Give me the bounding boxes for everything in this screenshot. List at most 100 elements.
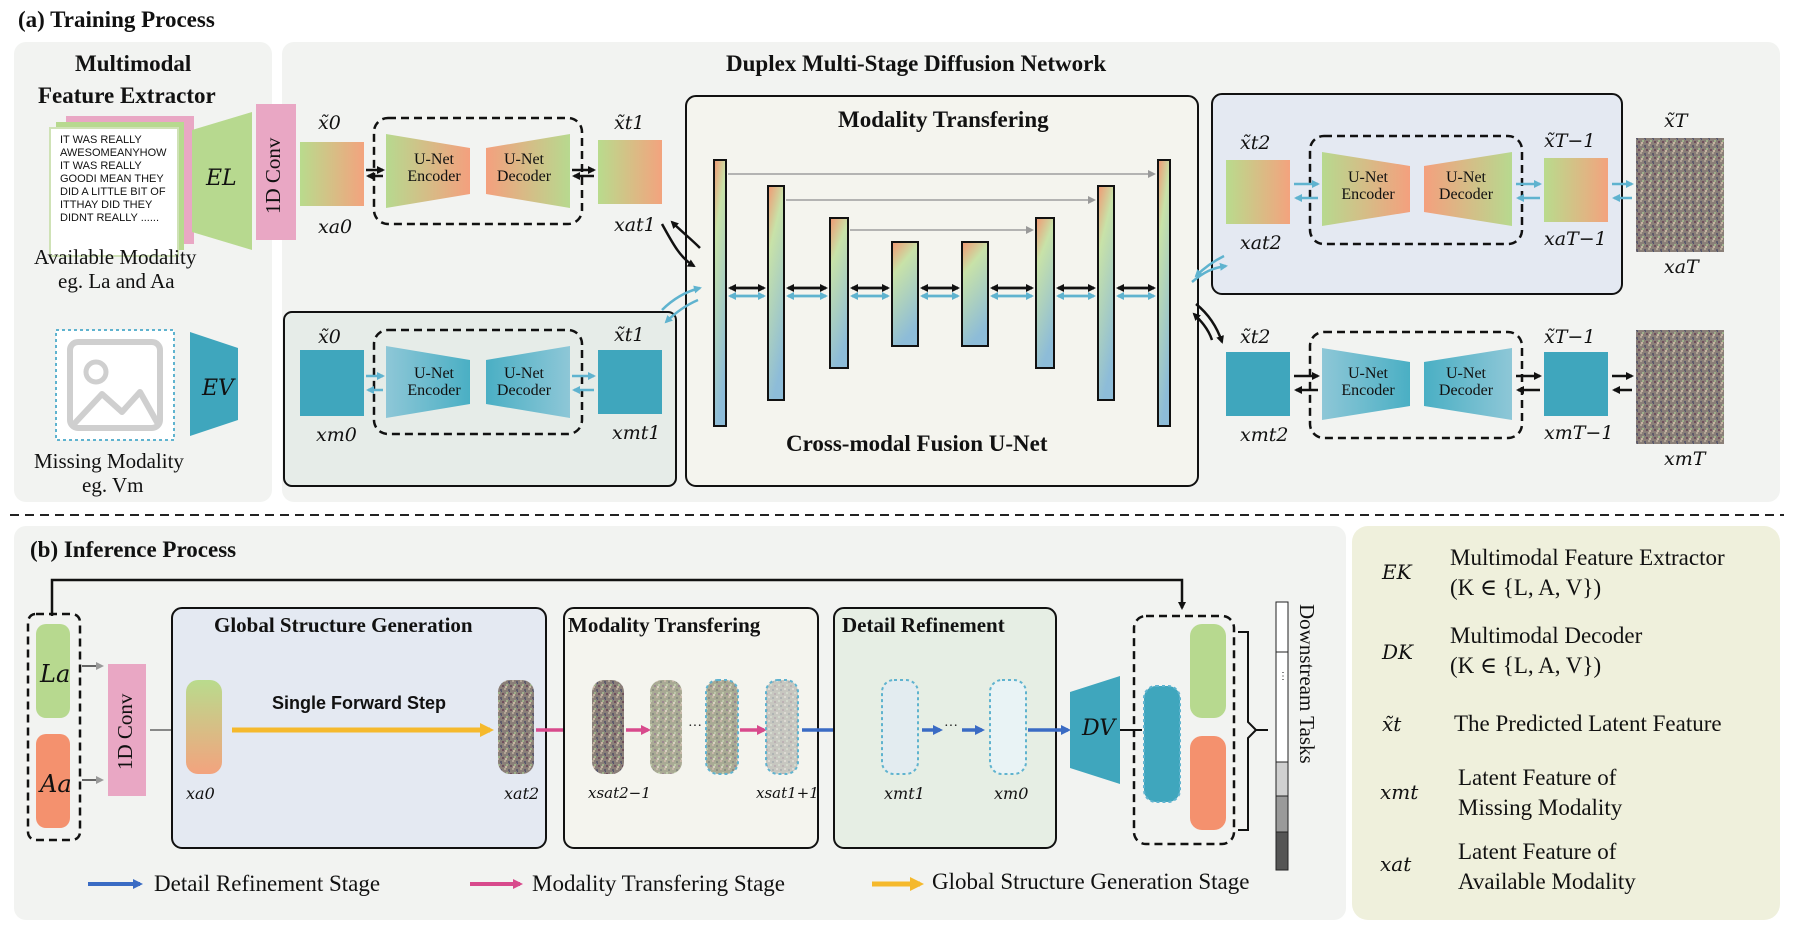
conv-bar-bottom xyxy=(108,664,146,796)
inf-xm0: xm0 xyxy=(994,784,1029,803)
inf-ellipsis-2: ··· xyxy=(944,719,958,734)
unet-encoder-top xyxy=(386,134,470,208)
sym-tr-t2-tilde: x̃t2 xyxy=(1240,132,1271,154)
latent-top-left xyxy=(300,142,364,206)
input-La xyxy=(36,624,70,718)
inf-xsa-t2m1: xsat2−1 xyxy=(588,784,651,802)
modality-transfer-title: Modality Transfering xyxy=(838,107,1049,132)
glossary-symbol-xt: x̃t xyxy=(1382,712,1402,736)
extractor-title-1: Multimodal xyxy=(75,51,192,76)
sym-bot-mid-tilde: x̃t1 xyxy=(614,324,645,346)
noise-top xyxy=(1636,138,1724,252)
sym-br-T1: xmT−1 xyxy=(1544,422,1614,444)
transfer-sample-3 xyxy=(705,679,739,775)
unet-decoder-right-bottom xyxy=(1424,348,1512,420)
input-Aa-label: Aa xyxy=(40,770,72,798)
fusion-bar-6 xyxy=(1035,217,1055,369)
conv-bottom-label: 1D Conv xyxy=(113,693,137,770)
text-sample: IT WAS REALLY AWESOMEANYHOW IT WAS REALL… xyxy=(60,134,167,224)
sym-top-left: xa0 xyxy=(318,216,353,238)
legend-global: Global Structure Generation Stage xyxy=(932,869,1250,894)
latent-top-mid xyxy=(598,140,662,204)
unet-encoder-bottom xyxy=(386,346,470,418)
inf-xsa-t1p1: xsat1+1 xyxy=(756,784,819,802)
sym-bot-mid: xmt1 xyxy=(612,422,661,444)
latent-right-top-T1 xyxy=(1544,158,1608,222)
output-V xyxy=(1143,685,1181,803)
noise-bottom xyxy=(1636,330,1724,444)
sym-bot-left: xm0 xyxy=(316,424,357,446)
conv-top-label: 1D Conv xyxy=(261,137,285,214)
glossary-symbol-D: DK xyxy=(1382,640,1413,664)
sym-br-T1-tilde: x̃T−1 xyxy=(1544,326,1596,348)
vision-encoder-shape xyxy=(190,332,238,436)
global-structure-title: Global Structure Generation xyxy=(214,613,473,637)
single-forward-step-label: Single Forward Step xyxy=(272,693,447,713)
glossary-E-line1: Multimodal Feature Extractor xyxy=(1450,545,1725,570)
sym-tr-T-tilde: x̃T xyxy=(1664,110,1688,132)
latent-right-bottom-t2 xyxy=(1226,352,1290,416)
network-title: Duplex Multi-Stage Diffusion Network xyxy=(726,51,1107,76)
available-modality-example: eg. La and Aa xyxy=(58,269,175,293)
glossary-panel xyxy=(1352,526,1780,920)
fusion-bar-8 xyxy=(1157,159,1171,427)
latent-right-top-t2 xyxy=(1226,160,1290,224)
extractor-title-2: Feature Extractor xyxy=(38,83,216,108)
latent-bottom-mid xyxy=(598,350,662,414)
fusion-bar-4 xyxy=(891,241,919,347)
glossary-xa-line1: Latent Feature of xyxy=(1458,839,1617,864)
input-La-label: La xyxy=(40,660,71,688)
inf-x0a: xa0 xyxy=(186,784,215,803)
detail-refinement-title: Detail Refinement xyxy=(842,613,1005,637)
fusion-bar-3 xyxy=(829,217,849,369)
encoder-V-label: EV xyxy=(202,376,234,401)
inference-latent-xt2a xyxy=(498,680,534,774)
glossary-symbol-xa: xat xyxy=(1380,852,1412,876)
glossary-xa-line2: Available Modality xyxy=(1458,869,1636,894)
glossary-symbol-xm: xmt xyxy=(1380,780,1419,804)
transfer-sample-1 xyxy=(592,680,624,774)
sym-br-T: xmT xyxy=(1664,448,1706,470)
sym-top-left-tilde: x̃0 xyxy=(318,112,341,134)
inf-ellipsis-bar: ⋮ xyxy=(1278,671,1288,682)
detail-refinement-panel xyxy=(833,607,1057,849)
latent-right-bottom-T1 xyxy=(1544,352,1608,416)
text-encoder-shape xyxy=(192,112,252,250)
downstream-label: Downstream Tasks xyxy=(1295,604,1319,764)
inf-xmt1: xmt1 xyxy=(884,784,925,803)
glossary-symbol-E: EK xyxy=(1382,560,1412,584)
modality-transfer-inference-title: Modality Transfering xyxy=(568,613,761,637)
sym-tr-T: xaT xyxy=(1664,256,1699,278)
transfer-sample-4 xyxy=(765,679,799,775)
inference-label: (b) Inference Process xyxy=(30,537,237,562)
glossary-xm-line2: Missing Modality xyxy=(1458,795,1623,820)
missing-modality-example: eg. Vm xyxy=(82,473,144,497)
fusion-title: Cross-modal Fusion U-Net xyxy=(786,431,1048,456)
inf-xt2a: xat2 xyxy=(504,784,540,803)
decoder-shape xyxy=(1070,676,1120,784)
legend-modality: Modality Transfering Stage xyxy=(532,871,785,896)
detail-latent-xm0 xyxy=(989,679,1027,775)
sym-br-t2-tilde: x̃t2 xyxy=(1240,326,1271,348)
unet-decoder-bottom xyxy=(486,346,570,418)
input-Aa xyxy=(36,734,70,828)
unet-encoder-right-bottom xyxy=(1322,348,1410,420)
output-L xyxy=(1190,624,1226,718)
sym-br-t2: xmt2 xyxy=(1240,424,1289,446)
decoder-label: DV xyxy=(1082,716,1116,741)
glossary-D-line1: Multimodal Decoder xyxy=(1450,623,1643,648)
glossary-E-line2: (K ∈ {L, A, V}) xyxy=(1450,575,1602,600)
missing-modality-label: Missing Modality xyxy=(34,449,184,473)
unet-decoder-top xyxy=(486,134,570,208)
training-label: (a) Training Process xyxy=(18,7,215,32)
sym-top-mid-tilde: x̃t1 xyxy=(614,112,645,134)
missing-stage-panel xyxy=(283,311,677,487)
